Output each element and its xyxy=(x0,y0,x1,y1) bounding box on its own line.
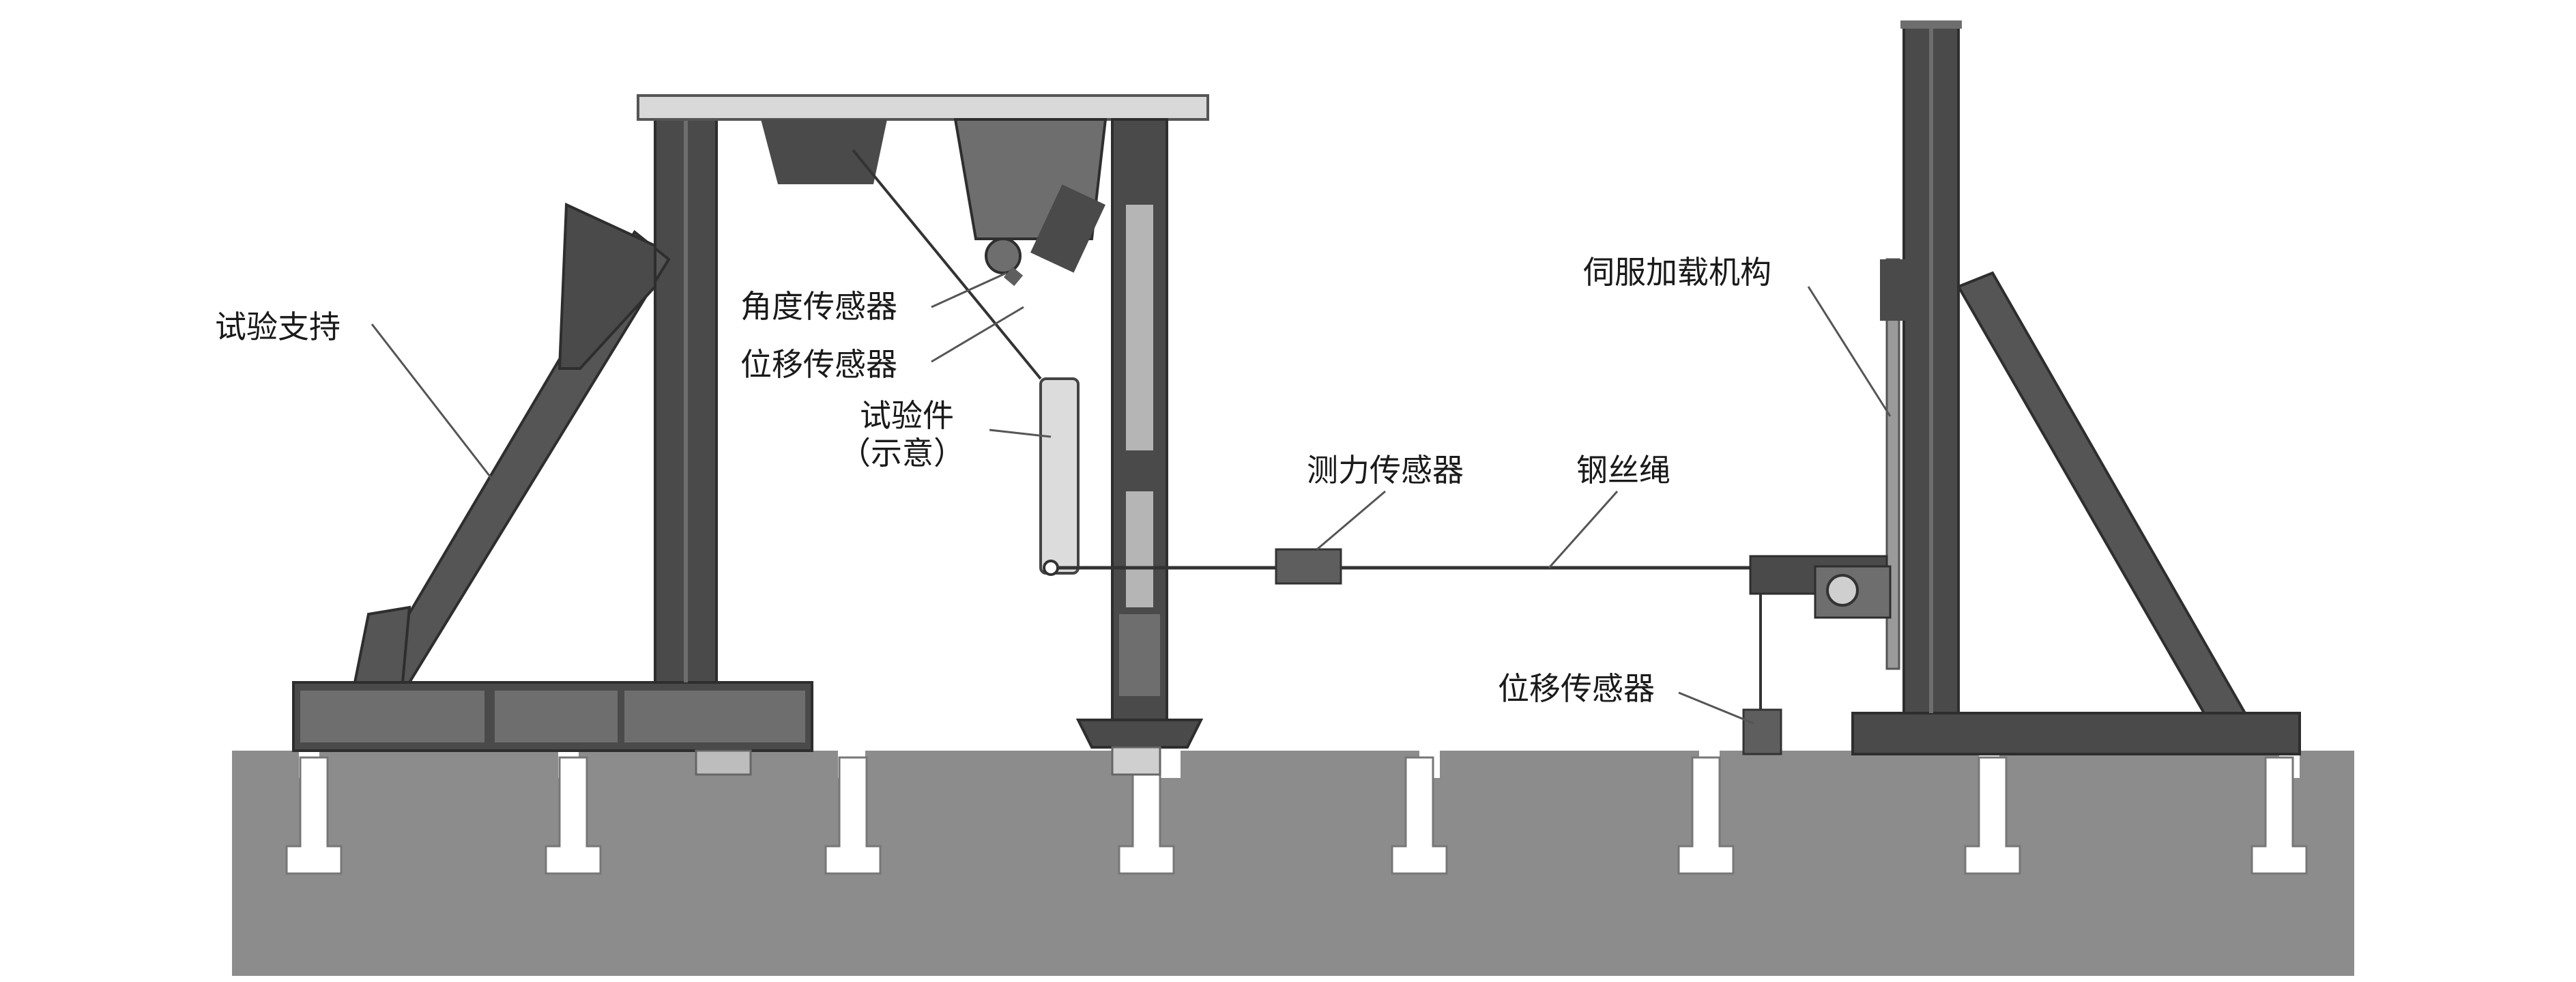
servo-loading-frame xyxy=(1749,20,2301,755)
pendulum-line xyxy=(852,149,1042,380)
label-test-support: 试验支持 xyxy=(215,308,341,345)
specimen xyxy=(1039,377,1080,576)
label-servo-loading: 伺服加载机构 xyxy=(1583,254,1771,291)
top-gantry xyxy=(637,94,1209,776)
label-angle-sensor: 角度传感器 xyxy=(740,288,897,325)
label-force-sensor: 测力传感器 xyxy=(1307,452,1464,489)
label-displacement-sensor-bottom: 位移传感器 xyxy=(1498,670,1655,707)
force-sensor xyxy=(1275,548,1342,585)
test-support-frame xyxy=(292,115,813,776)
label-specimen-note: （示意） xyxy=(839,435,965,472)
angle-sensor-assembly xyxy=(761,118,1108,274)
leader-lines xyxy=(371,272,1892,725)
displacement-sensor-bottom xyxy=(1742,708,1782,755)
label-wire-rope: 钢丝绳 xyxy=(1576,452,1670,489)
label-displacement-sensor-top: 位移传感器 xyxy=(740,346,897,383)
anchor-slots xyxy=(285,756,2308,875)
displacement-sensor-marker xyxy=(1003,266,1024,287)
label-specimen: 试验件 xyxy=(860,397,954,434)
